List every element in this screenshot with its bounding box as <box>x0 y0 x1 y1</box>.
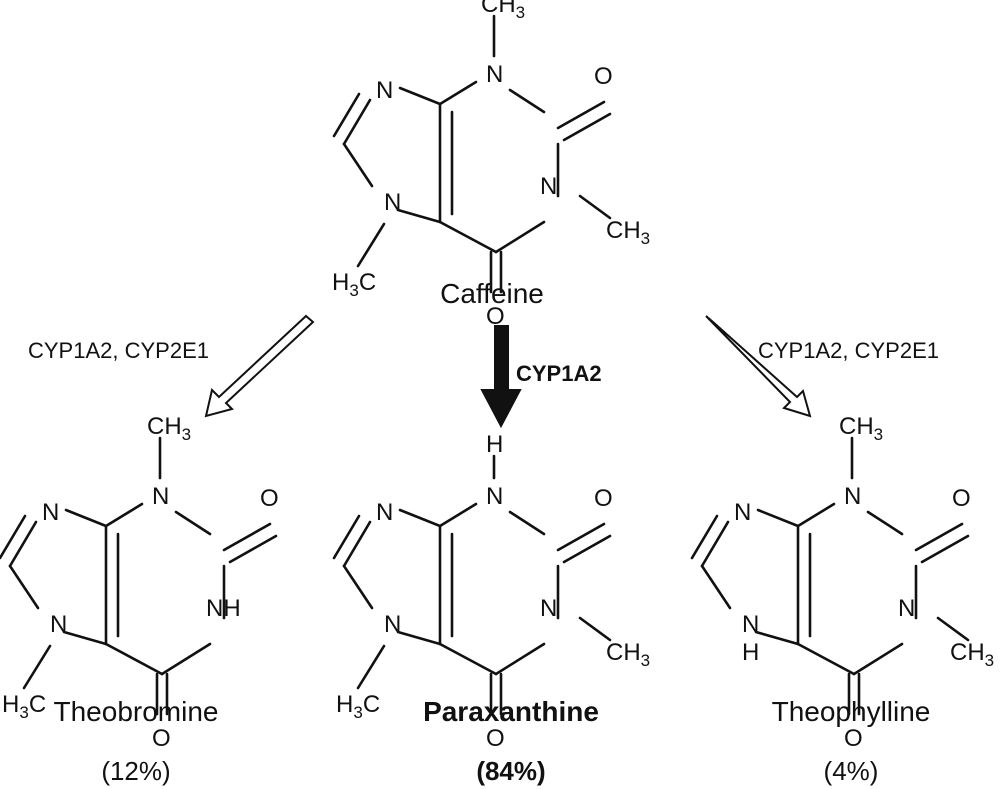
atom-h7: H <box>742 639 759 666</box>
atom-o2: O <box>594 485 613 512</box>
atom-o2: O <box>952 485 971 512</box>
methyl-n7: H3C <box>336 691 380 722</box>
name-theobromine: Theobromine <box>54 696 219 727</box>
atom-n7: N <box>50 611 67 638</box>
atom-n9: N <box>42 499 59 526</box>
methyl-n1: CH3 <box>606 217 650 248</box>
atom-n7: N <box>742 611 759 638</box>
atom-n1: N <box>898 595 915 622</box>
molecule-theophylline: N N N N H O O CH3 CH3 <box>690 413 994 752</box>
atom-o6: O <box>152 725 171 752</box>
atom-n3: N <box>486 483 503 510</box>
atom-n9: N <box>734 499 751 526</box>
atom-n3: N <box>152 483 169 510</box>
methyl-n7: H3C <box>2 691 46 722</box>
atom-o6: O <box>486 725 505 752</box>
atom-n3: N <box>844 483 861 510</box>
molecule-paraxanthine: N N H N N O O CH3 H3C <box>332 431 650 752</box>
pct-paraxanthine: (84%) <box>476 756 545 786</box>
atom-n7: N <box>384 611 401 638</box>
name-theophylline: Theophylline <box>772 696 931 727</box>
atom-n1h: NH <box>206 595 241 622</box>
pct-theobromine: (12%) <box>101 756 170 786</box>
atom-n1: N <box>540 595 557 622</box>
methyl-n1: CH3 <box>950 639 994 670</box>
atom-n7: N <box>384 189 401 216</box>
name-paraxanthine: Paraxanthine <box>423 696 599 727</box>
atom-h3: H <box>486 431 503 458</box>
name-caffeine: Caffeine <box>440 278 544 309</box>
atom-n9: N <box>376 499 393 526</box>
atom-n1: N <box>540 173 557 200</box>
enzyme-label-paraxanthine: CYP1A2 <box>516 361 602 386</box>
methyl-n3: CH3 <box>147 413 191 444</box>
methyl-n1: CH3 <box>606 639 650 670</box>
atom-n9: N <box>376 77 393 104</box>
pct-theophylline: (4%) <box>824 756 879 786</box>
enzyme-label-theobromine: CYP1A2, CYP2E1 <box>28 338 209 363</box>
methyl-n3: CH3 <box>481 0 525 22</box>
molecule-caffeine: N N N N O O CH3 CH3 H3C <box>332 0 650 330</box>
arrow-to-paraxanthine <box>480 325 522 429</box>
methyl-n7: H3C <box>332 269 376 300</box>
atom-o2: O <box>594 63 613 90</box>
molecule-theobromine: N N NH N O O CH3 H3C <box>0 413 279 752</box>
atom-o2: O <box>260 485 279 512</box>
enzyme-label-theophylline: CYP1A2, CYP2E1 <box>758 338 939 363</box>
atom-o6: O <box>844 725 863 752</box>
atom-o6: O <box>486 303 505 330</box>
arrow-to-theobromine <box>204 314 315 418</box>
atom-n3: N <box>486 61 503 88</box>
methyl-n3: CH3 <box>839 413 883 444</box>
arrow-to-theophylline <box>705 315 812 418</box>
